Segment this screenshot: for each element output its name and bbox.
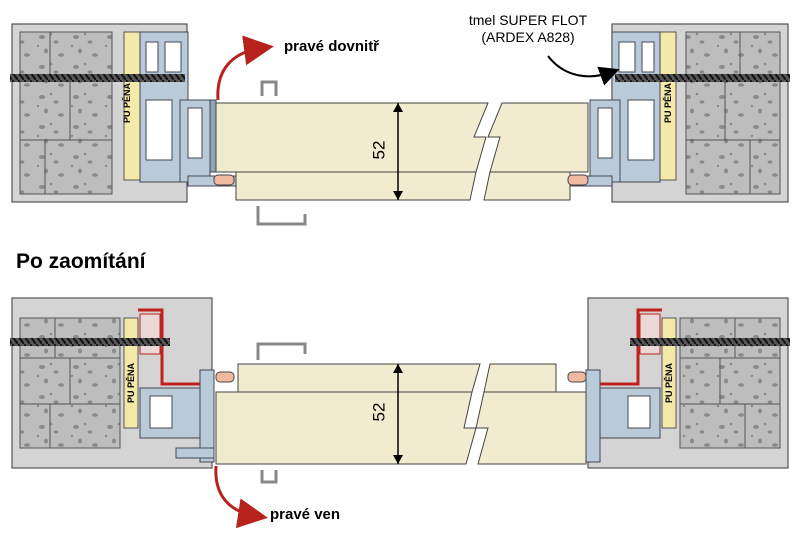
top-left-frame-profile [139, 31, 237, 187]
top-hinge-outline-lower [256, 206, 307, 226]
top-right-screw [615, 74, 790, 82]
top-hinge-outline [260, 80, 278, 96]
top-dimension-label: 52 [369, 140, 389, 160]
bottom-left-screw [10, 338, 170, 346]
bottom-dimension-label: 52 [369, 402, 389, 422]
top-sealant-label: tmel SUPER FLOT (ARDEX A828) [448, 12, 608, 46]
bottom-door-leaf [215, 363, 587, 465]
bottom-hinge-outline [256, 342, 307, 360]
top-right-seal [567, 174, 589, 186]
top-sealant-pointer [547, 55, 620, 86]
top-left-seal [213, 174, 235, 186]
top-direction-label: pravé dovnitř [284, 38, 380, 55]
bottom-swing-arrow [214, 465, 268, 529]
bottom-hinge-outline-lower [260, 470, 278, 484]
bottom-dimension [393, 364, 403, 464]
top-sealant-label-line1: tmel SUPER FLOT [468, 12, 588, 28]
bottom-left-foam-label: PU PĚNA [126, 363, 136, 404]
top-dimension [393, 103, 403, 200]
bottom-right-screw [630, 338, 790, 346]
top-right-foam-label: PU PĚNA [663, 83, 673, 124]
top-left-foam-label: PU PĚNA [122, 83, 132, 124]
bottom-left-seal [215, 371, 235, 383]
top-door-leaf [215, 102, 589, 201]
bottom-detail [10, 297, 790, 529]
top-detail [10, 23, 790, 226]
bottom-right-seal [567, 371, 587, 383]
bottom-left-frame-profile [139, 369, 215, 463]
bottom-right-wall [587, 297, 789, 469]
bottom-right-foam-label: PU PĚNA [664, 363, 674, 404]
section-heading: Po zaomítání [16, 250, 146, 273]
top-sealant-label-line2: (ARDEX A828) [481, 29, 575, 45]
top-left-screw [10, 74, 185, 82]
top-swing-arrow [216, 35, 274, 101]
bottom-direction-label: pravé ven [270, 506, 341, 523]
bottom-right-frame-profile [585, 369, 661, 463]
